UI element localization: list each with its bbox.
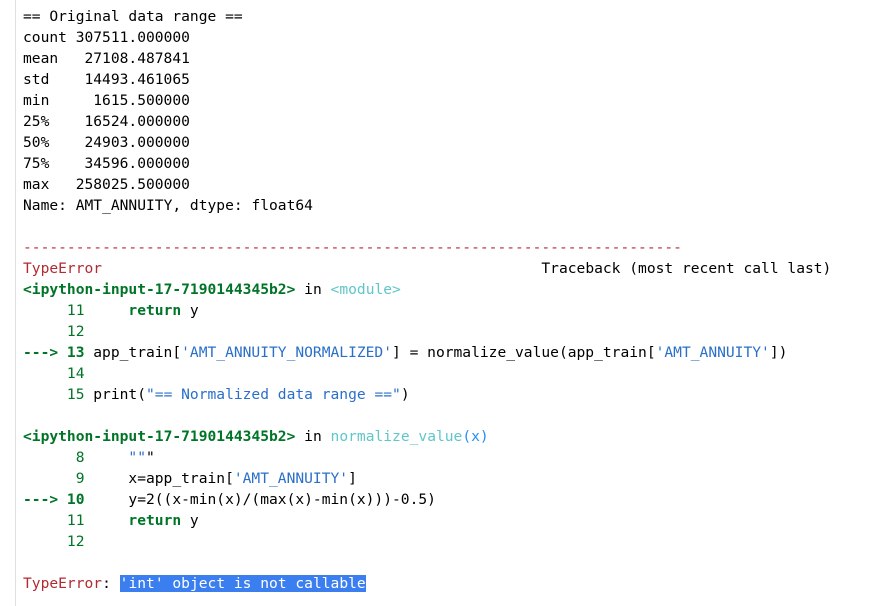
stats-header: == Original data range == xyxy=(23,8,243,25)
current-line-arrow: ---> xyxy=(23,344,59,361)
stats-value: 27108.487841 xyxy=(84,50,190,67)
traceback-code-line: ---> 13 app_train['AMT_ANNUITY_NORMALIZED… xyxy=(23,342,864,363)
frame1-location: <ipython-input-17-7190144345b2> in <modu… xyxy=(23,281,401,298)
stats-row: 25% 16524.000000 xyxy=(23,111,864,132)
frame1-lines: 11 return y 12 ---> 13 app_train['AMT_ANNU… xyxy=(23,300,864,405)
line-number: 12 xyxy=(66,533,85,550)
line-number: 15 xyxy=(66,386,85,403)
frame2-location: <ipython-input-17-7190144345b2> in norma… xyxy=(23,428,489,445)
line-number: 9 xyxy=(75,470,85,487)
line-number: 11 xyxy=(66,512,85,529)
stats-label: max xyxy=(23,176,50,193)
stats-value: 258025.500000 xyxy=(75,176,190,193)
traceback-code-line: ---> 10 y=2((x-min(x)/(max(x)-min(x)))-0.… xyxy=(23,489,864,510)
line-number: 14 xyxy=(66,365,85,382)
traceback-header: TypeError Traceback (most recent call la… xyxy=(23,258,864,279)
traceback-code-line: 12 xyxy=(23,531,864,552)
stats-footer: Name: AMT_ANNUITY, dtype: float64 xyxy=(23,197,313,214)
line-code: app_train['AMT_ANNUITY_NORMALIZED'] = no… xyxy=(84,344,788,361)
final-error-type: TypeError xyxy=(23,575,103,592)
stats-table: count 307511.000000 mean 27108.487841 std 144… xyxy=(23,27,864,195)
traceback-code-line: 11 return y xyxy=(23,510,864,531)
line-number: 10 xyxy=(66,491,85,508)
cell-output[interactable]: == Original data range == count 307511.00… xyxy=(23,6,864,594)
line-code: print("== Normalized data range ==") xyxy=(84,386,410,403)
cell-gutter xyxy=(0,0,16,606)
traceback-header-right: Traceback (most recent call last) xyxy=(541,260,832,277)
stats-value: 34596.000000 xyxy=(84,155,190,172)
line-code: return y xyxy=(128,512,199,529)
stats-row: 75% 34596.000000 xyxy=(23,153,864,174)
line-code xyxy=(84,533,93,550)
line-code: y=2((x-min(x)/(max(x)-min(x)))-0.5) xyxy=(84,491,436,508)
line-code: return y xyxy=(128,302,199,319)
frame2-lines: 8 """9 x=app_train['AMT_ANNUITY']--->10 … xyxy=(23,447,864,552)
error-type: TypeError xyxy=(23,260,103,277)
stats-row: 50% 24903.000000 xyxy=(23,132,864,153)
final-error-message[interactable]: 'int' object is not callable xyxy=(119,575,366,592)
stats-label: min xyxy=(23,92,50,109)
stats-value: 1615.500000 xyxy=(93,92,190,109)
stats-row: min 1615.500000 xyxy=(23,90,864,111)
stats-value: 24903.000000 xyxy=(84,134,190,151)
stats-label: mean xyxy=(23,50,59,67)
stats-value: 14493.461065 xyxy=(84,71,190,88)
traceback-code-line: 15 print("== Normalized data range ==") xyxy=(23,384,864,405)
stats-label: 75% xyxy=(23,155,50,172)
frame2-file: <ipython-input-17-7190144345b2> xyxy=(23,428,296,445)
line-code: x=app_train['AMT_ANNUITY'] xyxy=(84,470,357,487)
stats-row: std 14493.461065 xyxy=(23,69,864,90)
frame2-args: (x) xyxy=(462,428,489,445)
traceback-separator: ----------------------------------------… xyxy=(23,239,682,256)
frame1-file: <ipython-input-17-7190144345b2> xyxy=(23,281,296,298)
line-number: 12 xyxy=(66,323,85,340)
stats-value: 307511.000000 xyxy=(75,29,190,46)
line-number: 11 xyxy=(66,302,85,319)
line-code xyxy=(84,365,93,382)
stats-row: mean 27108.487841 xyxy=(23,48,864,69)
stats-row: max 258025.500000 xyxy=(23,174,864,195)
line-number: 8 xyxy=(75,449,85,466)
current-line-arrow: ---> xyxy=(23,491,59,508)
traceback-code-line: 11 return y xyxy=(23,300,864,321)
stats-value: 16524.000000 xyxy=(84,113,190,130)
frame2-func: normalize_value xyxy=(330,428,463,445)
stats-label: count xyxy=(23,29,67,46)
stats-row: count 307511.000000 xyxy=(23,27,864,48)
stats-label: std xyxy=(23,71,50,88)
final-error: TypeError: 'int' object is not callable xyxy=(23,575,366,592)
traceback-code-line: 14 xyxy=(23,363,864,384)
stats-label: 50% xyxy=(23,134,50,151)
traceback-code-line: 9 x=app_train['AMT_ANNUITY'] xyxy=(23,468,864,489)
frame1-func: <module> xyxy=(330,281,401,298)
stats-label: 25% xyxy=(23,113,50,130)
traceback-code-line: 12 xyxy=(23,321,864,342)
line-code xyxy=(84,323,93,340)
line-number: 13 xyxy=(66,344,85,361)
traceback-code-line: 8 """ xyxy=(23,447,864,468)
line-code: """ xyxy=(128,449,155,466)
